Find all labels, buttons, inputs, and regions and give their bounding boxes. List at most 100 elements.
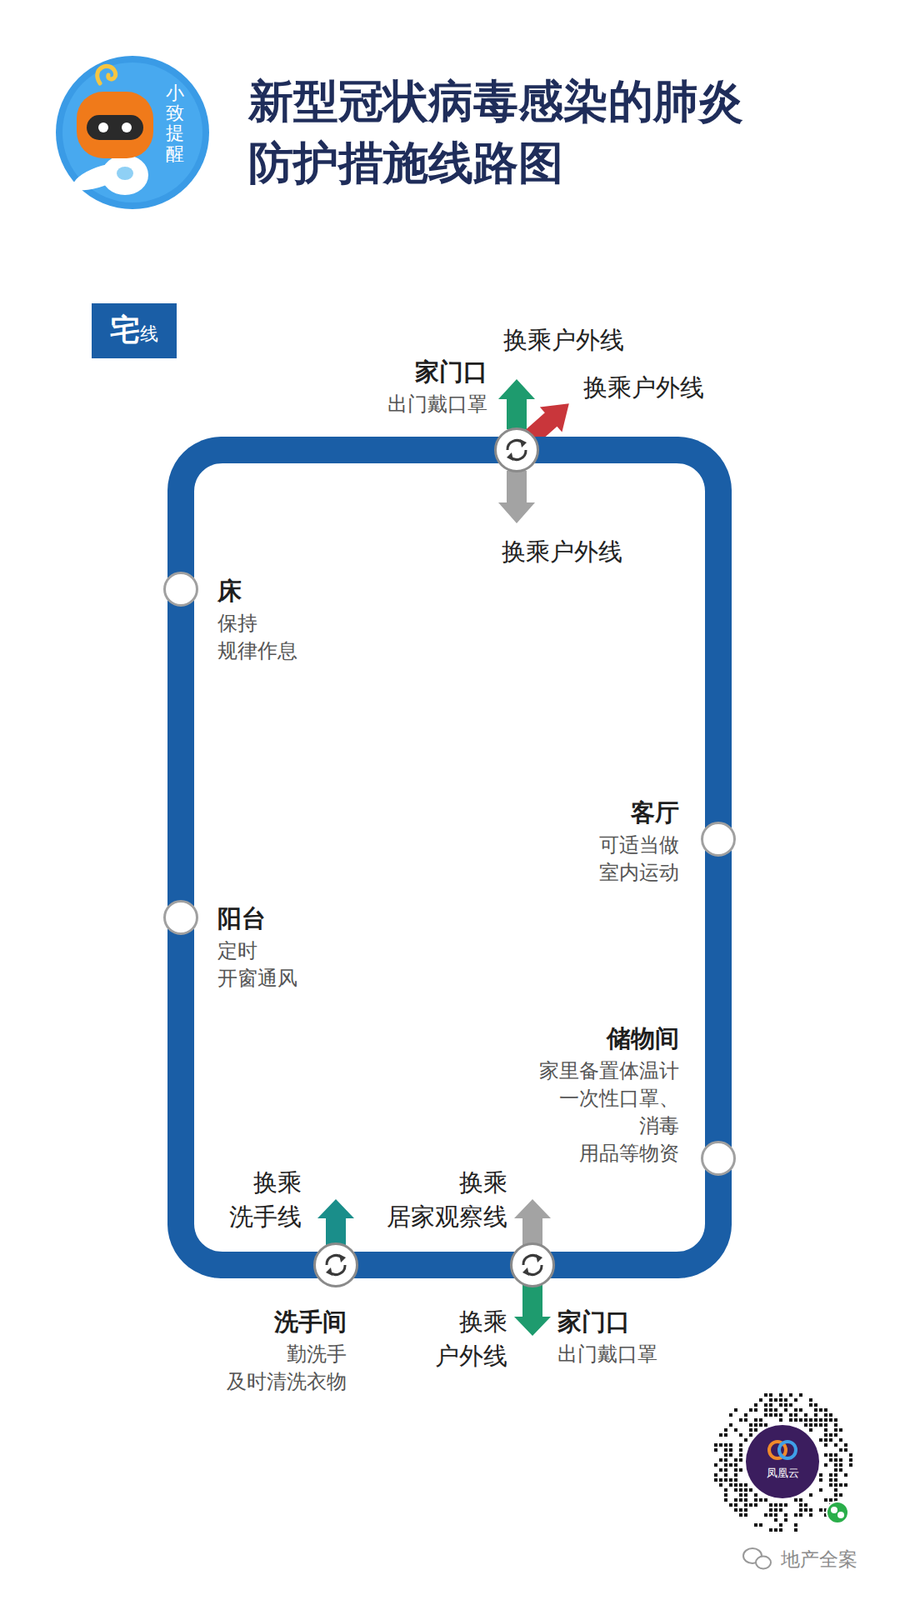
qr-dot bbox=[779, 1503, 783, 1507]
station-note: 保持 规律作息 bbox=[217, 610, 298, 665]
qr-dot bbox=[784, 1513, 788, 1517]
qr-dot bbox=[769, 1393, 773, 1397]
qr-dot bbox=[799, 1508, 803, 1512]
qr-dot bbox=[769, 1513, 773, 1517]
qr-dot bbox=[714, 1443, 718, 1447]
transfer-label: 换乘 居家观察线 bbox=[386, 1165, 508, 1235]
qr-dot bbox=[749, 1488, 753, 1492]
qr-dot bbox=[754, 1503, 758, 1507]
qr-dot bbox=[779, 1413, 783, 1417]
qr-dot bbox=[729, 1463, 733, 1467]
qr-dot bbox=[779, 1523, 783, 1527]
qr-dot bbox=[724, 1473, 728, 1477]
qr-dot bbox=[739, 1468, 743, 1472]
qr-dot bbox=[769, 1503, 773, 1507]
qr-dot bbox=[734, 1503, 738, 1507]
qr-dot bbox=[779, 1398, 783, 1402]
qr-dot bbox=[834, 1443, 838, 1447]
transfer-icon bbox=[525, 1265, 542, 1275]
transfer-label: 换乘户外线 bbox=[501, 535, 623, 569]
qr-dot bbox=[754, 1418, 758, 1422]
qr-dot bbox=[774, 1508, 778, 1512]
line-segment bbox=[705, 850, 732, 1148]
qr-dot bbox=[749, 1503, 753, 1507]
qr-dot bbox=[819, 1478, 823, 1482]
qr-dot bbox=[834, 1483, 838, 1487]
qr-dot bbox=[739, 1448, 743, 1452]
mascot-eyes bbox=[86, 115, 144, 140]
qr-dot bbox=[779, 1508, 783, 1512]
transfer-icon bbox=[329, 1265, 345, 1275]
qr-dot bbox=[724, 1443, 728, 1447]
qr-dot bbox=[749, 1408, 753, 1412]
qr-dot bbox=[774, 1518, 778, 1522]
qr-label: 凤凰云 bbox=[766, 1466, 800, 1480]
qr-dot bbox=[714, 1473, 718, 1477]
qr-dot bbox=[789, 1418, 793, 1422]
qr-code bbox=[707, 1386, 858, 1537]
qr-dot bbox=[804, 1508, 808, 1512]
qr-dot bbox=[814, 1408, 818, 1412]
qr-dot bbox=[824, 1463, 828, 1467]
qr-dot bbox=[809, 1428, 813, 1432]
qr-dot bbox=[814, 1418, 818, 1422]
badge-main: 宅 bbox=[110, 309, 140, 351]
line-badge: 宅线 bbox=[91, 303, 177, 359]
qr-dot bbox=[774, 1413, 778, 1417]
line-segment bbox=[354, 1251, 515, 1279]
transfer-icon bbox=[520, 439, 527, 448]
qr-dot bbox=[834, 1458, 838, 1462]
qr-dot bbox=[799, 1503, 803, 1507]
qr-dot bbox=[839, 1468, 843, 1472]
qr-dot bbox=[744, 1513, 748, 1517]
qr-dot bbox=[749, 1428, 753, 1432]
qr-dot bbox=[839, 1463, 843, 1467]
qr-dot bbox=[829, 1458, 833, 1462]
qr-dot bbox=[719, 1483, 723, 1487]
qr-dot bbox=[834, 1493, 838, 1497]
qr-dot bbox=[819, 1423, 823, 1427]
qr-dot bbox=[784, 1408, 788, 1412]
qr-logo-disc bbox=[745, 1425, 820, 1499]
qr-badge bbox=[826, 1501, 849, 1524]
qr-dot bbox=[724, 1463, 728, 1467]
qr-dot bbox=[724, 1458, 728, 1462]
qr-dot bbox=[739, 1488, 743, 1492]
qr-dot bbox=[794, 1498, 798, 1502]
qr-dot bbox=[829, 1473, 833, 1477]
qr-dot bbox=[719, 1468, 723, 1472]
qr-dot bbox=[774, 1398, 778, 1402]
mascot-head bbox=[76, 91, 154, 159]
line-segment bbox=[180, 450, 499, 578]
mascot-eye bbox=[121, 122, 132, 133]
qr-dot bbox=[759, 1498, 763, 1502]
qr-dot bbox=[764, 1408, 768, 1412]
qr-dot bbox=[784, 1398, 788, 1402]
transfer-icon bbox=[523, 1255, 540, 1265]
qr-dot bbox=[724, 1488, 728, 1492]
transfer-arrow bbox=[498, 379, 535, 430]
qr-badge-mark bbox=[837, 1511, 845, 1519]
transfer-arrow bbox=[514, 1199, 551, 1246]
qr-dot bbox=[834, 1473, 838, 1477]
qr-dot bbox=[739, 1508, 743, 1512]
qr-dot bbox=[844, 1473, 848, 1477]
station-name: 储物间 bbox=[606, 1023, 680, 1055]
qr-dot bbox=[794, 1528, 798, 1532]
qr-dot bbox=[779, 1393, 783, 1397]
qr-dot bbox=[764, 1393, 768, 1397]
qr-dot bbox=[754, 1423, 758, 1427]
qr-dot bbox=[734, 1488, 738, 1492]
qr-dot bbox=[799, 1418, 803, 1422]
qr-dot bbox=[794, 1413, 798, 1417]
qr-dot bbox=[764, 1498, 768, 1502]
qr-dot bbox=[799, 1393, 803, 1397]
qr-dot bbox=[724, 1448, 728, 1452]
qr-dot bbox=[814, 1403, 818, 1407]
qr-dot bbox=[744, 1418, 748, 1422]
qr-dot bbox=[719, 1458, 723, 1462]
qr-dot bbox=[754, 1498, 758, 1502]
qr-dot bbox=[739, 1443, 743, 1447]
qr-dot bbox=[764, 1403, 768, 1407]
